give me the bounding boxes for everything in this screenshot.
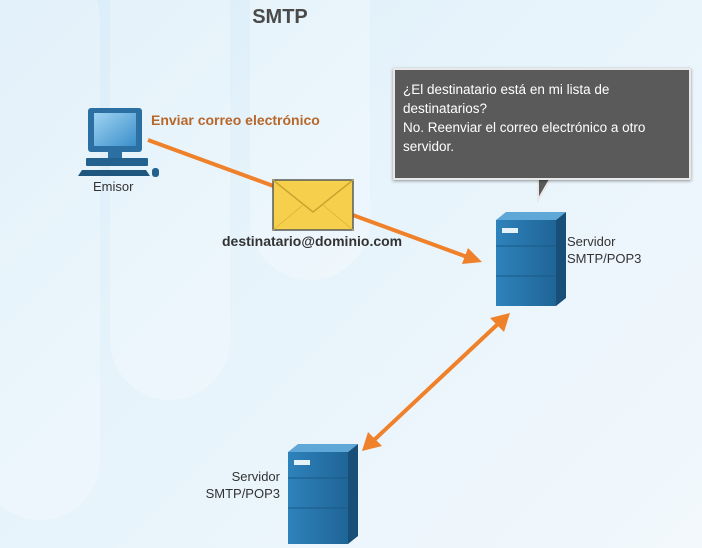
server-top-label-line1: Servidor <box>567 234 616 249</box>
server-top-label: Servidor SMTP/POP3 <box>567 233 641 267</box>
arrow-server-to-server <box>362 313 510 451</box>
envelope-icon <box>272 179 354 231</box>
server-icon <box>496 212 566 306</box>
callout-line: servidor. <box>403 139 455 154</box>
computer-icon <box>78 108 159 177</box>
server-bottom-label-line2: SMTP/POP3 <box>205 486 280 501</box>
sender-label: Emisor <box>93 179 134 194</box>
callout-line: ¿El destinatario está en mi lista de <box>403 82 610 97</box>
server-top-label-line2: SMTP/POP3 <box>567 251 642 266</box>
server-bottom-label-line1: Servidor <box>231 469 280 484</box>
email-address-label: destinatario@dominio.com <box>222 233 403 249</box>
background-shape <box>250 0 370 280</box>
callout-box: ¿El destinatario está en mi lista de des… <box>393 68 691 180</box>
callout-line: destinatarios? <box>403 101 488 116</box>
callout-line: No. Reenviar el correo electrónico a otr… <box>403 120 646 135</box>
page-title: SMTP <box>252 6 308 28</box>
background-shape <box>0 0 100 520</box>
background-shape <box>110 0 230 400</box>
send-email-label: Enviar correo electrónico <box>151 112 320 128</box>
server-icon <box>288 444 358 544</box>
server-bottom-label: Servidor SMTP/POP3 <box>196 468 280 502</box>
